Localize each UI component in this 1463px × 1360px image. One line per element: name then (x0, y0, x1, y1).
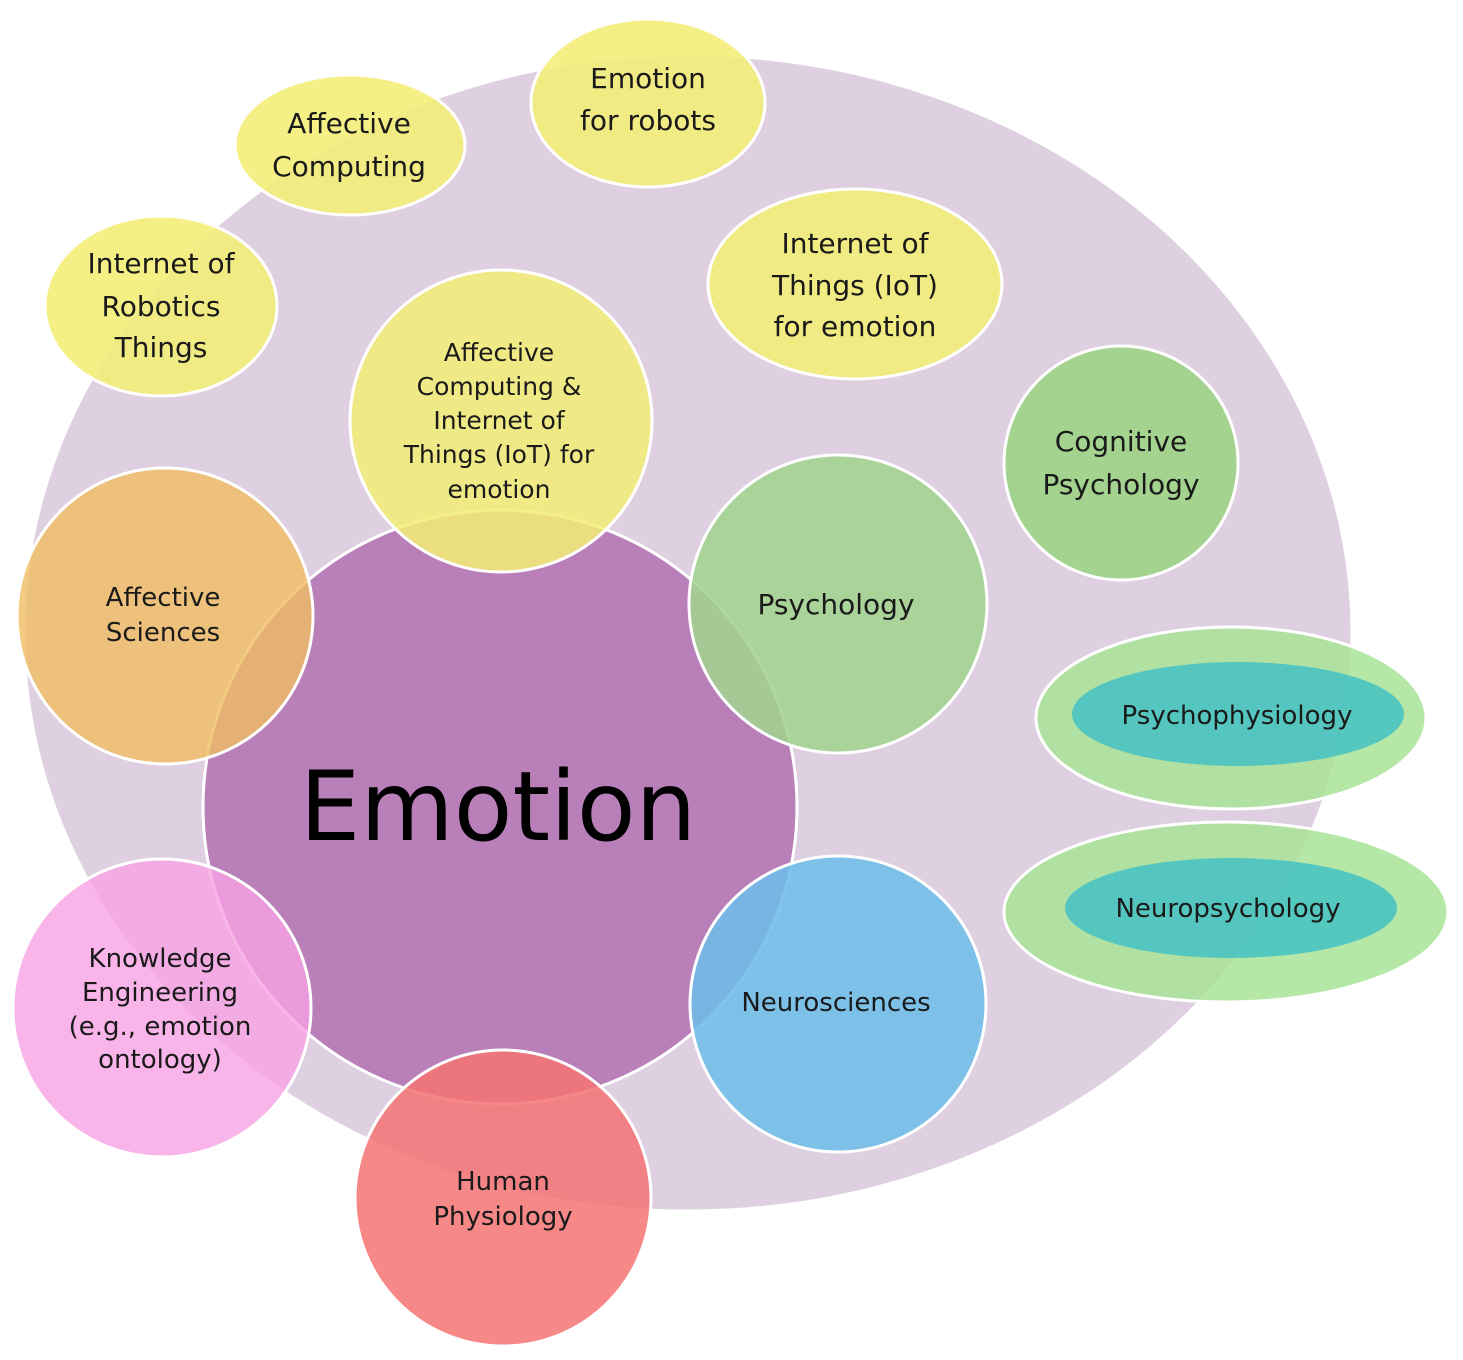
node-label-line: Human (456, 1167, 550, 1197)
node-internet-of-robotics-things: Internet of Robotics Things (43, 214, 279, 398)
node-psychophysiology: Psychophysiology (1034, 625, 1428, 811)
node-label-line: Internet of (433, 406, 566, 435)
node-cognitive-psychology: Cognitive Psychology (1002, 344, 1240, 582)
node-affective-computing: Affective Computing (233, 73, 467, 217)
node-psychology: Psychology (687, 453, 989, 755)
node-label-line: Psychology (757, 588, 914, 621)
node-label-line: Internet of (781, 227, 929, 260)
node-label-line: Affective (287, 107, 411, 140)
node-label-line: Emotion (590, 62, 706, 95)
node-iot-for-emotion: Internet of Things (IoT) for emotion (706, 187, 1004, 381)
node-human-physiology: Human Physiology (353, 1048, 653, 1348)
node-label-line: Psychology (1042, 468, 1199, 501)
node-label-line: (e.g., emotion (69, 1012, 252, 1042)
node-neuropsychology: Neuropsychology (1002, 820, 1450, 1004)
node-label-line: Cognitive (1055, 425, 1188, 458)
node-label-line: Computing (272, 150, 426, 183)
node-label-line: for emotion (774, 310, 937, 343)
node-label-line: Internet of (87, 247, 235, 280)
node-label-line: Neurosciences (741, 988, 930, 1018)
node-label-line: Affective (444, 338, 554, 367)
node-label-line: for robots (580, 104, 716, 137)
node-neurosciences: Neurosciences (688, 854, 988, 1154)
node-label-line: ontology) (98, 1045, 222, 1075)
node-knowledge-engineering: Knowledge Engineering (e.g., emotion ont… (11, 857, 313, 1159)
node-affective-sciences: Affective Sciences (15, 466, 315, 766)
node-label-line: Things (114, 331, 208, 364)
node-label-line: Things (IoT) (771, 269, 938, 302)
node-label-line: Affective (106, 583, 221, 613)
node-label-line: Robotics (102, 290, 221, 323)
node-label-line: emotion (448, 475, 551, 504)
node-label-line: Psychophysiology (1122, 701, 1353, 731)
node-label-line: Engineering (82, 978, 238, 1008)
node-label-line: Knowledge (89, 944, 232, 974)
node-affective-computing-iot: Affective Computing & Internet of Things… (348, 268, 654, 574)
node-emotion-for-robots: Emotion for robots (529, 17, 767, 189)
emotion-label: Emotion (300, 751, 697, 863)
node-label-line: Sciences (106, 618, 220, 648)
node-label-line: Things (IoT) for (403, 440, 595, 469)
node-label-line: Physiology (433, 1202, 572, 1232)
node-label-line: Computing & (417, 372, 582, 401)
node-label-line: Neuropsychology (1115, 894, 1340, 924)
